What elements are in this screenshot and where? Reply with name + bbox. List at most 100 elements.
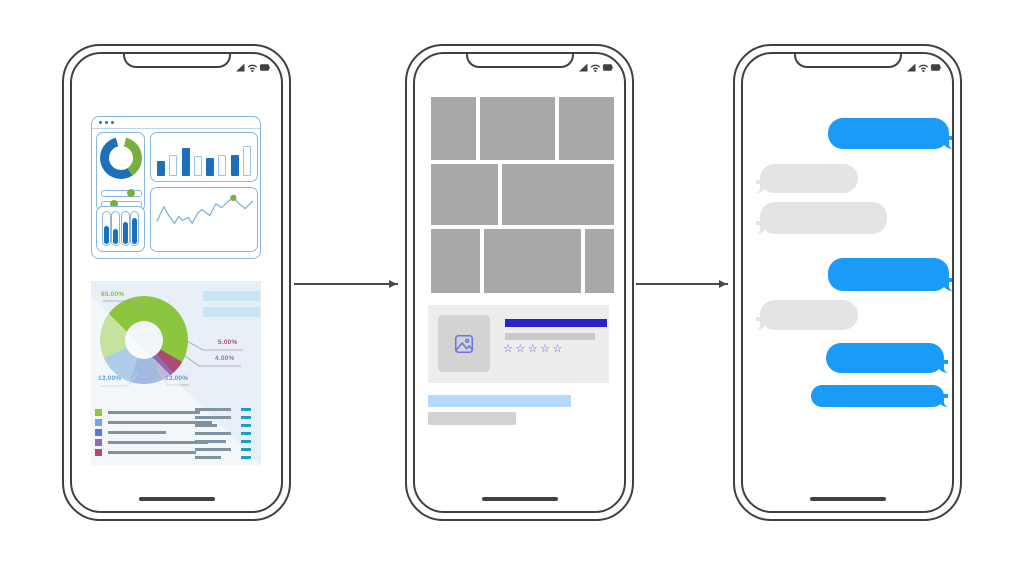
star-icon[interactable]: ☆ xyxy=(527,343,541,355)
home-indicator[interactable] xyxy=(809,497,886,501)
bubble-body xyxy=(828,118,949,149)
slider-handle[interactable] xyxy=(126,188,135,197)
legend-line xyxy=(108,421,212,424)
vertical-slider-fill xyxy=(122,221,128,244)
bar xyxy=(169,154,178,176)
pie-leader-lines xyxy=(101,300,243,387)
gallery-tile[interactable] xyxy=(431,229,480,293)
chat-bubble-outgoing[interactable] xyxy=(811,385,949,407)
notch xyxy=(122,54,231,68)
bubble-body xyxy=(760,202,887,234)
bar xyxy=(218,154,227,176)
home-indicator[interactable] xyxy=(481,497,558,501)
wifi-icon xyxy=(247,64,258,72)
chat-screen xyxy=(741,52,954,513)
legend-swatch xyxy=(95,449,102,456)
header-bar xyxy=(203,291,260,301)
row-value-dash xyxy=(241,455,251,459)
chat-bubble-incoming[interactable] xyxy=(755,202,887,234)
mini-donut-chart xyxy=(100,137,142,179)
status-bar-icons xyxy=(907,63,941,72)
star-icon[interactable]: ☆ xyxy=(540,343,553,355)
battery-icon xyxy=(603,64,613,71)
horizontal-slider[interactable] xyxy=(101,188,142,197)
row-line xyxy=(195,408,231,411)
bar xyxy=(242,146,251,176)
flow-arrow-2 xyxy=(636,280,728,288)
vertical-slider[interactable] xyxy=(111,211,121,246)
bubble-body xyxy=(811,385,944,407)
bar-chart-panel xyxy=(150,132,258,182)
wifi-icon xyxy=(590,64,601,72)
window-titlebar xyxy=(92,117,260,129)
home-indicator[interactable] xyxy=(138,497,215,501)
bubble-tail xyxy=(941,278,952,291)
cellular-signal-icon xyxy=(236,63,245,72)
chat-bubble-incoming[interactable] xyxy=(755,164,858,193)
header-bar xyxy=(203,307,260,317)
gallery-tile[interactable] xyxy=(431,97,476,160)
row-line xyxy=(195,432,231,435)
title-bar xyxy=(505,319,607,327)
star-rating[interactable]: ☆☆☆☆☆ xyxy=(503,341,565,357)
star-icon[interactable]: ☆ xyxy=(503,343,516,355)
bubble-body xyxy=(760,164,858,193)
dashboard-screen: 65.00% 5.00% 4.00% 13.00% 13.00% xyxy=(70,52,283,513)
bar xyxy=(181,148,190,176)
bubble-body xyxy=(760,300,858,330)
vertical-slider[interactable] xyxy=(120,211,130,246)
teaser-bar xyxy=(428,395,571,407)
vertical-slider[interactable] xyxy=(129,211,139,246)
vertical-slider[interactable] xyxy=(102,211,111,246)
notch xyxy=(793,54,902,68)
gallery-screen: ☆☆☆☆☆ xyxy=(413,52,626,513)
chat-bubble-outgoing[interactable] xyxy=(828,118,952,149)
donut-gauge-panel xyxy=(96,132,145,212)
bubble-tail-cut xyxy=(944,364,949,373)
bubble-tail-cut xyxy=(755,225,760,234)
row-value-dash xyxy=(241,447,251,451)
gallery-tile[interactable] xyxy=(559,97,614,160)
legend-swatch xyxy=(95,429,102,436)
bubble-tail-cut xyxy=(755,184,760,193)
row-line xyxy=(195,424,217,427)
teaser-bar xyxy=(428,412,516,425)
bubble-tail-cut xyxy=(755,321,760,330)
pie-label-5: 5.00% xyxy=(218,339,238,346)
image-icon xyxy=(454,334,474,353)
mini-bar-chart xyxy=(157,139,251,176)
row-line xyxy=(195,456,221,459)
status-bar-icons xyxy=(579,63,613,72)
star-icon[interactable]: ☆ xyxy=(515,343,528,355)
vertical-slider-fill xyxy=(104,225,109,244)
phone-gallery: ☆☆☆☆☆ xyxy=(405,44,634,521)
pie-label-13b: 13.00% xyxy=(165,375,189,382)
mini-line-chart xyxy=(156,194,253,224)
gallery-tile[interactable] xyxy=(502,164,614,225)
flow-arrow-1 xyxy=(294,280,398,288)
gallery-tile[interactable] xyxy=(585,229,614,293)
window-dot xyxy=(105,121,108,124)
legend-swatch xyxy=(95,439,102,446)
row-value-dash xyxy=(241,407,251,411)
legend-line xyxy=(108,431,166,434)
phone-dashboard: 65.00% 5.00% 4.00% 13.00% 13.00% xyxy=(62,44,291,521)
pie-label-4: 4.00% xyxy=(215,355,235,362)
bar xyxy=(193,156,202,176)
star-icon[interactable]: ☆ xyxy=(552,343,565,355)
gallery-tile[interactable] xyxy=(480,97,555,160)
notch xyxy=(465,54,574,68)
vertical-slider-group xyxy=(102,211,139,246)
chat-bubble-outgoing[interactable] xyxy=(828,258,952,291)
line-marker-dot xyxy=(230,194,237,202)
vertical-sliders-panel xyxy=(96,206,145,252)
slider-handle[interactable] xyxy=(109,199,118,208)
chat-bubble-incoming[interactable] xyxy=(755,300,858,330)
gallery-tile[interactable] xyxy=(431,164,498,225)
row-value-dash xyxy=(241,423,251,427)
vertical-slider-fill xyxy=(113,229,119,244)
product-card[interactable]: ☆☆☆☆☆ xyxy=(428,305,609,383)
chat-bubble-outgoing[interactable] xyxy=(826,343,949,373)
pie-chart xyxy=(100,296,188,384)
gallery-tile[interactable] xyxy=(484,229,581,293)
